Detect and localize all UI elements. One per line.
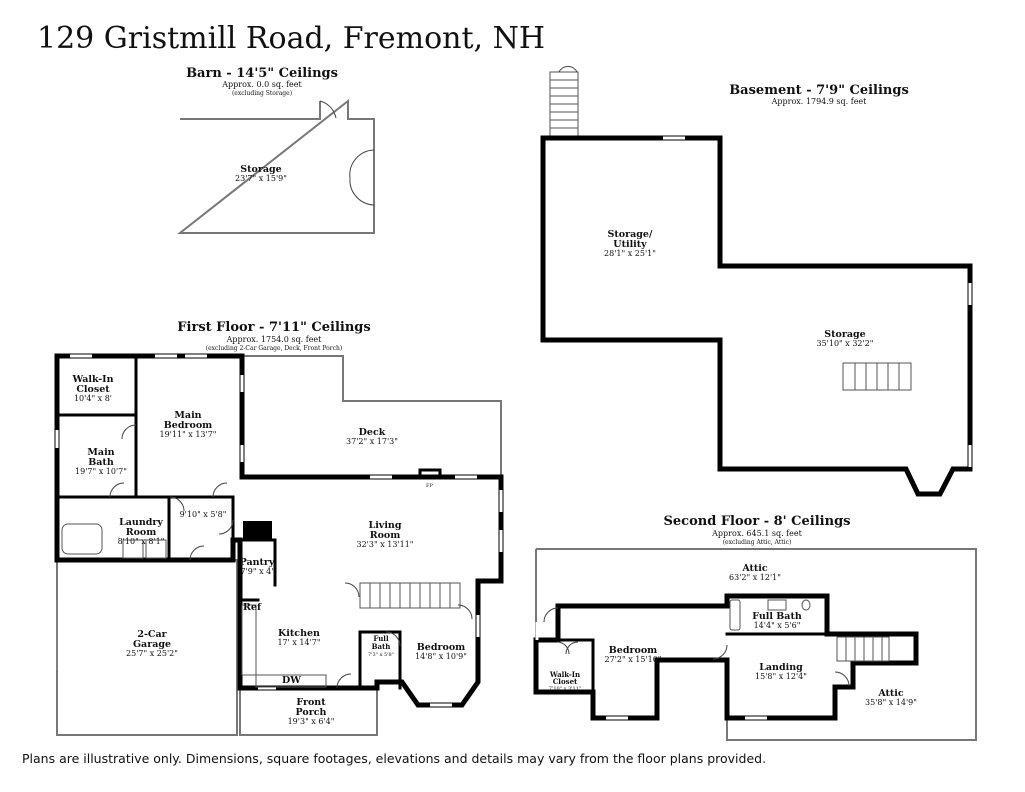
basement-plan: Basement - 7'9" Ceilings Approx. 1794.9 … [540, 65, 973, 497]
attic-top-label: Attic [741, 563, 768, 574]
full-bath-label2: Bath [372, 642, 391, 651]
laundry-dim: 8'10" x 8'1" [118, 537, 165, 546]
full-bath-dim: 7'3" x 5'8" [368, 652, 394, 658]
second-floor-plan: Second Floor - 8' Ceilings Approx. 645.1… [533, 514, 977, 741]
main-bath-label: Main [87, 447, 114, 458]
living-room-label2: Room [370, 530, 401, 541]
main-bedroom-dim: 19'11" x 13'7" [160, 430, 217, 439]
barn-area: Approx. 0.0 sq. feet [221, 80, 302, 89]
main-bath-label2: Bath [88, 457, 114, 468]
second-floor-note: (excluding Attic, Attic) [723, 539, 792, 546]
landing-dim: 15'8" x 12'4" [755, 672, 807, 681]
main-bath-dim: 19'7" x 10'7" [75, 467, 127, 476]
sf-bedroom-label: Bedroom [609, 645, 657, 656]
deck-dim: 37'2" x 17'3" [346, 437, 398, 446]
fp-label: FP [426, 483, 433, 489]
walkin-closet-label: Walk-In [71, 374, 113, 385]
disclaimer: Plans are illustrative only. Dimensions,… [22, 751, 766, 766]
garage-label: 2-Car [137, 629, 167, 640]
garage-dim: 25'7" x 25'2" [126, 649, 178, 658]
basement-utility-label2: Utility [613, 239, 647, 250]
deck-label: Deck [359, 427, 386, 438]
second-floor-area: Approx. 645.1 sq. feet [711, 529, 802, 538]
walkin-closet-dim: 10'4" x 8' [74, 394, 112, 403]
garage-label2: Garage [133, 639, 171, 650]
bedroom-label: Bedroom [417, 642, 465, 653]
laundry-label: Laundry [119, 517, 163, 528]
page-title: 129 Gristmill Road, Fremont, NH [37, 21, 545, 56]
main-bedroom-label2: Bedroom [164, 420, 212, 431]
walkin-closet-label2: Closet [76, 384, 110, 395]
pantry-dim: 7'9" x 4' [241, 567, 274, 576]
attic-top-dim: 63'2" x 12'1" [729, 573, 781, 582]
attic-right-dim: 35'8" x 14'9" [865, 698, 917, 707]
living-room-dim: 32'3" x 13'11" [357, 540, 414, 549]
ref-label: Ref [243, 602, 262, 613]
sf-walkin-label2: Closet [553, 677, 578, 686]
basement-area: Approx. 1794.9 sq. feet [771, 97, 868, 106]
first-floor-area: Approx. 1754.0 sq. feet [226, 335, 323, 344]
sf-full-bath-label: Full Bath [752, 611, 802, 622]
pantry-label: Pantry [240, 557, 275, 568]
bedroom-dim: 14'8" x 10'9" [415, 652, 467, 661]
sf-walkin-dim: 7'10" x 3'11" [549, 686, 581, 692]
kitchen-label: Kitchen [278, 628, 320, 639]
full-bath-label: Full [373, 634, 389, 643]
first-floor-note: (excluding 2-Car Garage, Deck, Front Por… [206, 345, 342, 352]
landing-label: Landing [759, 662, 803, 673]
barn-storage-dim: 23'7" x 15'9" [235, 174, 287, 183]
sf-full-bath-dim: 14'4" x 5'6" [754, 621, 801, 630]
porch-dim: 19'3" x 6'4" [288, 717, 335, 726]
basement-heading: Basement - 7'9" Ceilings [729, 83, 909, 98]
barn-note: (excluding Storage) [232, 90, 292, 97]
basement-storage-label: Storage [824, 329, 865, 340]
main-bedroom-label: Main [174, 410, 201, 421]
kitchen-dim: 17' x 14'7" [277, 638, 320, 647]
sf-bedroom-dim: 27'2" x 15'10" [605, 655, 662, 664]
basement-utility-label: Storage/ [608, 229, 653, 240]
laundry-label2: Room [126, 527, 157, 538]
porch-label: Front [296, 697, 326, 708]
dw-label: DW [282, 675, 301, 686]
basement-utility-dim: 28'1" x 25'1" [604, 249, 656, 258]
sf-walkin-label: Walk-In [549, 670, 580, 679]
porch-label2: Porch [296, 707, 327, 718]
first-floor-heading: First Floor - 7'11" Ceilings [177, 320, 370, 335]
living-room-label: Living [369, 520, 402, 531]
attic-right-label: Attic [877, 688, 904, 699]
second-floor-heading: Second Floor - 8' Ceilings [664, 514, 851, 529]
barn-storage-label: Storage [240, 164, 281, 175]
hall-dim: 9'10" x 5'8" [180, 510, 227, 519]
first-floor-plan: First Floor - 7'11" Ceilings Approx. 175… [54, 320, 504, 736]
basement-storage-dim: 35'10" x 32'2" [817, 339, 874, 348]
barn-plan: Barn - 14'5" Ceilings Approx. 0.0 sq. fe… [177, 66, 375, 234]
barn-heading: Barn - 14'5" Ceilings [186, 66, 338, 81]
